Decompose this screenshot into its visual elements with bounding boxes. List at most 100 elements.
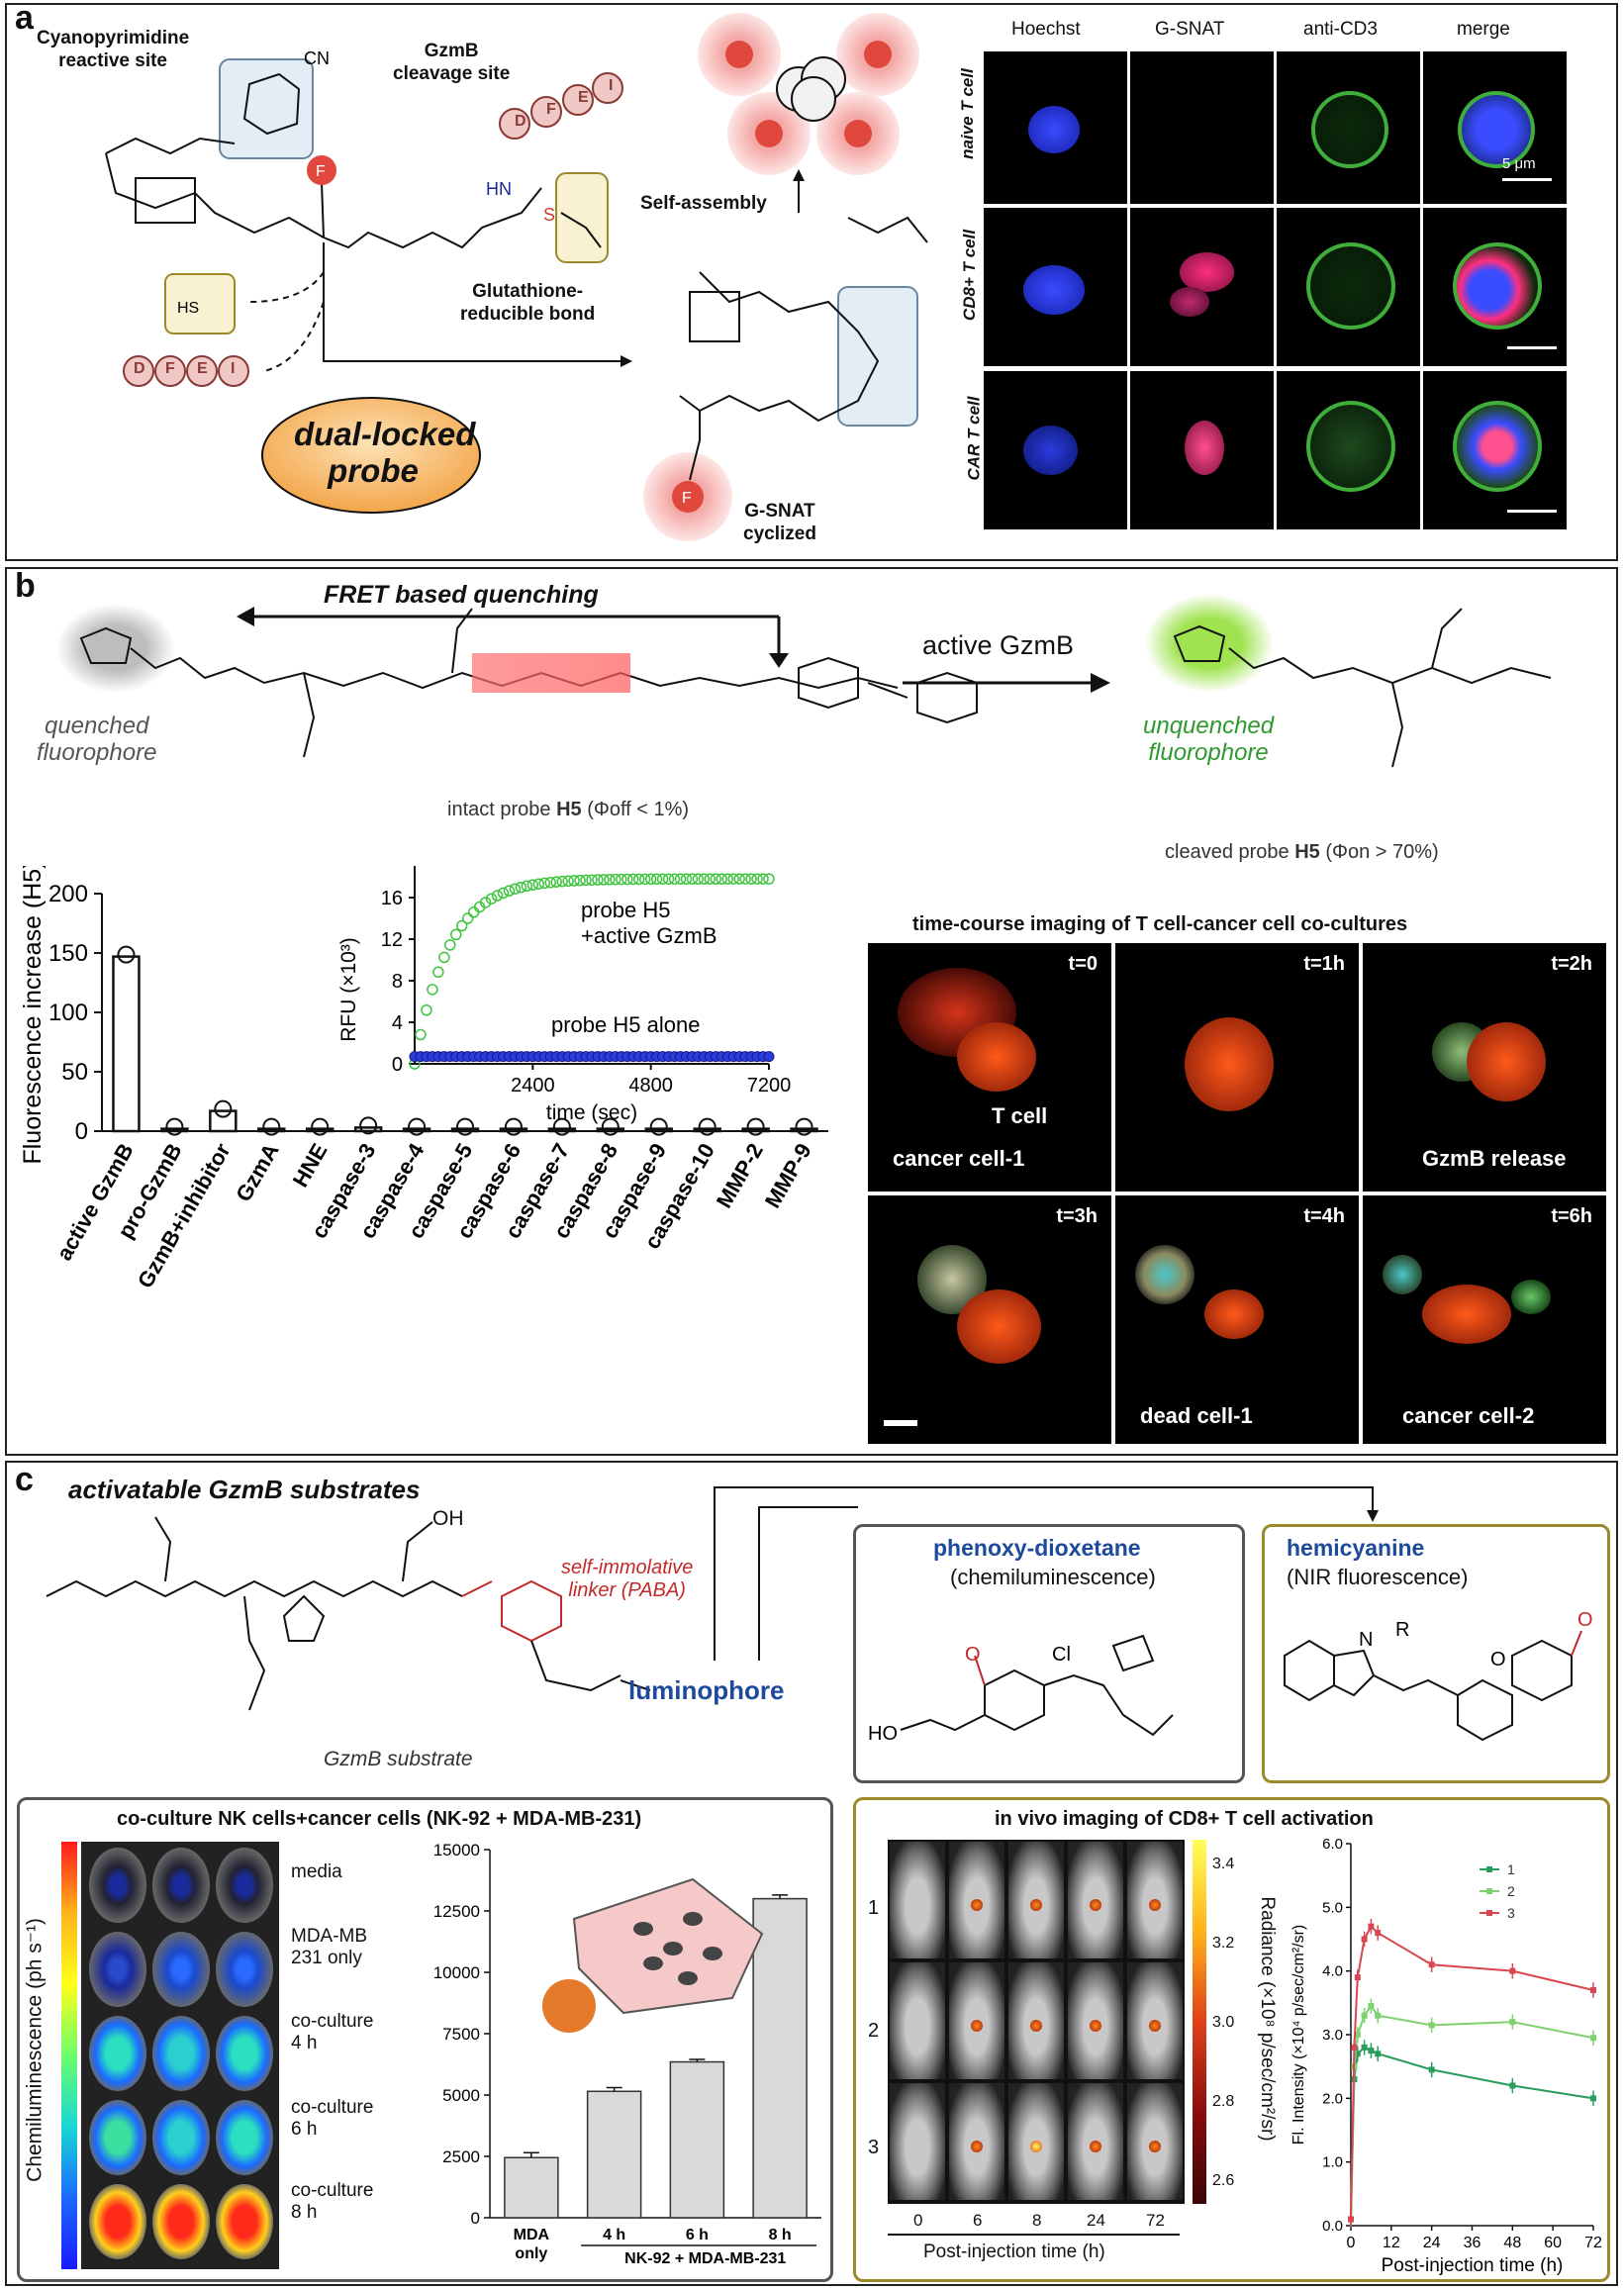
glutathione-label: Glutathione- reducible bond (460, 281, 596, 325)
bar-category-label: MMP-9 (760, 1139, 816, 1212)
bar-category-label: MMP-2 (712, 1139, 768, 1212)
inset-blue-point (763, 1051, 775, 1063)
inset-green-point (704, 873, 716, 885)
line-point (1428, 2022, 1435, 2029)
panel-a-chemistry: CN F HN S HS (105, 13, 928, 541)
panel-c-label: c (15, 1461, 34, 1498)
radiance-tick-2: 3.0 (1212, 2014, 1235, 2031)
micro-row-car: CAR T cell (964, 396, 984, 481)
mouse-image (949, 2083, 1004, 2200)
dfei-bottom (123, 355, 249, 387)
mouse-signal (1030, 1899, 1042, 1911)
cbar-y-tick-label: 0 (471, 2209, 480, 2228)
invivo-time-0: 0 (913, 2211, 923, 2230)
frame-t0-label: t=0 (1068, 953, 1098, 975)
inset-y-tick-label: 12 (381, 929, 403, 951)
inset-green-point (757, 873, 769, 885)
inset-green-point (562, 875, 574, 888)
r-atom: R (1395, 1619, 1409, 1641)
bar-mark (160, 1127, 189, 1133)
cleavage-label: GzmB cleavage site (393, 41, 511, 84)
gsnat-cyclized-label: G-SNAT cyclized (743, 501, 816, 544)
well (216, 1848, 273, 1923)
radiance-tick-1: 3.2 (1212, 1935, 1235, 1952)
inset-green-point (592, 874, 604, 886)
line-ylabel: Fl. Intensity (×10⁴ p/sec/cm²/sr) (1290, 1925, 1307, 2145)
cell-icon (678, 1971, 698, 1985)
line-point (1428, 1961, 1435, 1968)
well-row-media: media (291, 1861, 342, 1882)
cell-icon (703, 1947, 722, 1960)
bar-point (698, 1117, 716, 1136)
well-row-4h: co-culture 4 h (291, 2011, 374, 2053)
coculture-title: co-culture NK cells+cancer cells (NK-92 … (117, 1808, 642, 1830)
bar-point (408, 1117, 427, 1136)
dfei-bottom-e: E (197, 360, 208, 377)
line-point (1351, 2044, 1358, 2051)
micro-col-merge: merge (1457, 19, 1510, 40)
tcell-note: T cell (992, 1103, 1048, 1128)
frame-t3-label: t=3h (1056, 1205, 1098, 1227)
inset-xlabel: time (sec) (546, 1101, 637, 1124)
well (89, 1932, 146, 2007)
frame-t1: t=1h (1115, 943, 1359, 1192)
bar-y-tick-label: 150 (48, 940, 88, 967)
inset-green-point (721, 873, 733, 885)
cbar-y-tick-label: 15000 (433, 1841, 480, 1860)
panel-c: c activatable GzmB substrates OH self-im… (5, 1461, 1618, 2286)
hemicyanine-box: hemicyanine (NIR fluorescence) N R O O (1262, 1524, 1610, 1783)
inset-green-point (544, 876, 556, 889)
mouse-signal (971, 1899, 983, 1911)
ho-atom: HO (868, 1723, 898, 1745)
inset-green-point (627, 873, 639, 886)
bar-mark (257, 1127, 286, 1133)
mouse-signal (971, 2141, 983, 2152)
inset-green-point (692, 873, 705, 885)
line-y-tick-label: 5.0 (1322, 1899, 1343, 1916)
line-y-tick-label: 3.0 (1322, 2027, 1343, 2044)
substrate-label: GzmB substrate (324, 1748, 473, 1770)
micro-naive-hoechst (984, 51, 1127, 204)
inset-green-point (467, 906, 480, 918)
inset-green-point (668, 873, 681, 885)
bar-mark (790, 1127, 818, 1133)
inset-green-point (751, 873, 763, 885)
inset-y-tick-label: 20 (381, 866, 403, 868)
well (216, 2016, 273, 2091)
inset-green-point (568, 875, 580, 887)
quenched-label: quenched fluorophore (37, 713, 157, 766)
timecourse-grid: t=0 T cell cancer cell-1 t=1h t=2h GzmB … (868, 943, 1606, 1444)
line-x-tick-label: 24 (1423, 2235, 1441, 2251)
bar-point (601, 1117, 620, 1136)
panel-b-chemistry (56, 594, 1552, 768)
mouse-image (949, 1962, 1004, 2079)
invivo-time-72: 72 (1146, 2211, 1165, 2230)
bar-mark (450, 1127, 480, 1133)
cbar-mark (669, 2060, 725, 2219)
inset-y-tick-label: 16 (381, 888, 403, 909)
micro-row-cd8: CD8+ T cell (960, 229, 980, 322)
bar-mark (693, 1127, 721, 1133)
inset-green-point (632, 873, 645, 886)
line-point (1509, 2082, 1516, 2089)
inset-y-tick-label: 4 (392, 1012, 403, 1034)
mouse-image (1068, 2083, 1123, 2200)
bar-point (165, 1117, 184, 1136)
inset-label-bottom: probe H5 alone (551, 1012, 700, 1037)
bar-mark (741, 1127, 770, 1133)
micro-row-naive: naive T cell (957, 68, 977, 159)
mouse-image-grid (888, 1840, 1185, 2204)
bar-y-tick-label: 0 (75, 1118, 88, 1145)
bar-mark (402, 1127, 431, 1133)
unquenched-label: unquenched fluorophore (1143, 713, 1275, 766)
dfei-top-e: E (578, 89, 589, 106)
scalebar-label: 5 μm (1502, 155, 1536, 172)
cn-atom: CN (304, 48, 330, 68)
mouse-signal (1149, 2141, 1161, 2152)
release-note: GzmB release (1422, 1146, 1567, 1171)
cbar-category-label: 8 h (769, 2227, 792, 2243)
inset-green-point (485, 893, 498, 905)
inset-green-point (616, 873, 627, 886)
inset-green-point (733, 873, 745, 885)
frame-t3: t=3h (868, 1195, 1111, 1444)
